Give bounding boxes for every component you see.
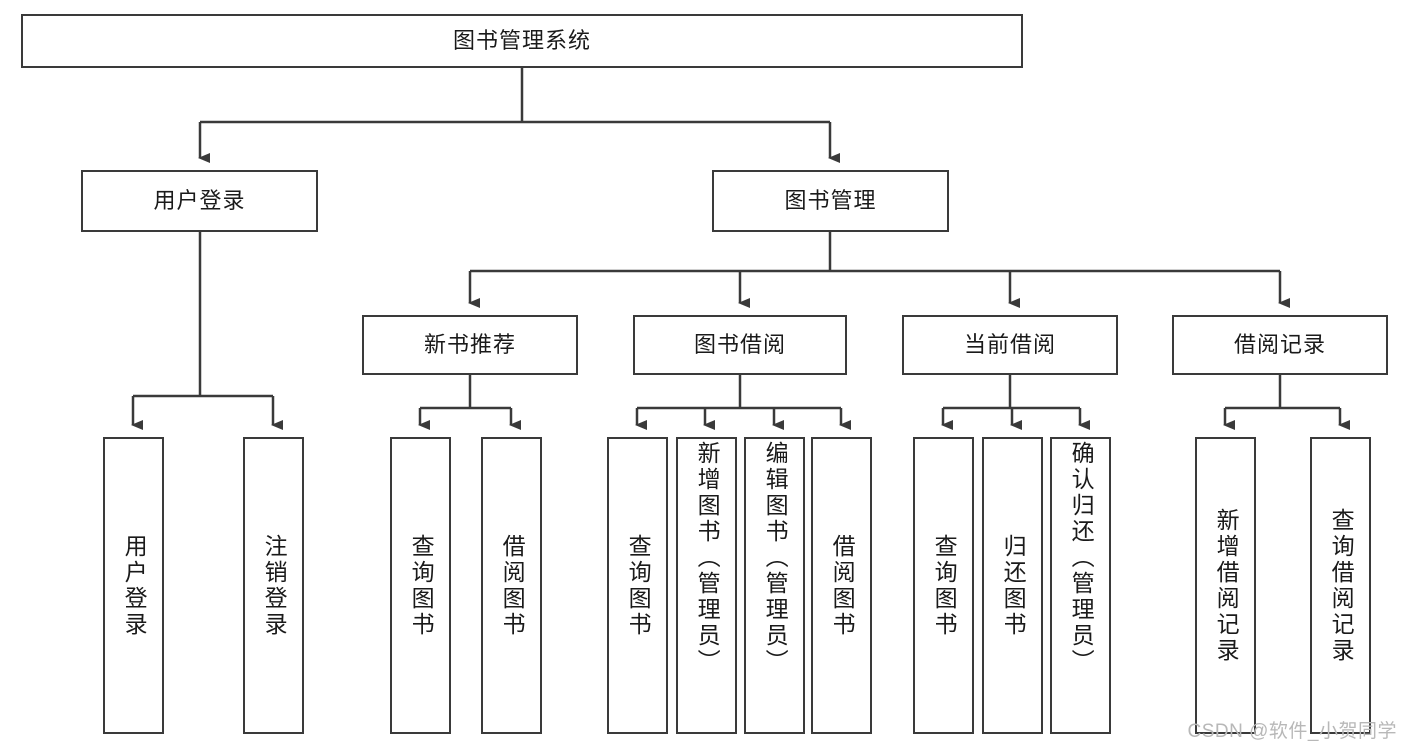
node-root-label: 图书管理系统 [452,27,591,53]
leaf-label: 注销登录 [261,533,288,638]
leaf-current-confirm-return[interactable]: 确认归还（管理员） [1050,437,1111,734]
node-borrow-record[interactable]: 借阅记录 [1172,315,1388,375]
node-current-borrow[interactable]: 当前借阅 [902,315,1118,375]
leaf-label: 归还图书 [1000,533,1027,638]
node-borrow-record-label: 借阅记录 [1233,331,1326,357]
leaf-label: 查询图书 [408,533,435,638]
node-current-borrow-label: 当前借阅 [963,331,1056,357]
node-book-management[interactable]: 图书管理 [712,170,949,232]
leaf-borrow-add-book[interactable]: 新增图书（管理员） [676,437,737,734]
leaf-current-return-book[interactable]: 归还图书 [982,437,1043,734]
leaf-user-login-logout[interactable]: 注销登录 [243,437,304,734]
node-user-login-label: 用户登录 [153,187,246,213]
leaf-label: 编辑图书（管理员） [762,441,789,675]
leaf-record-query-record[interactable]: 查询借阅记录 [1310,437,1371,734]
leaf-borrow-edit-book[interactable]: 编辑图书（管理员） [744,437,805,734]
leaf-label: 查询借阅记录 [1328,507,1355,664]
node-new-book-recommend-label: 新书推荐 [423,331,516,357]
leaf-label: 查询图书 [931,533,958,638]
leaf-borrow-query-book[interactable]: 查询图书 [607,437,668,734]
watermark: CSDN @软件_小贺同学 [1187,721,1397,742]
node-book-borrow-label: 图书借阅 [693,331,786,357]
node-book-management-label: 图书管理 [784,187,877,213]
leaf-current-query-book[interactable]: 查询图书 [913,437,974,734]
leaf-recommend-borrow-book[interactable]: 借阅图书 [481,437,542,734]
leaf-label: 新增借阅记录 [1213,507,1240,664]
leaf-label: 借阅图书 [499,533,526,638]
leaf-label: 借阅图书 [829,533,856,638]
node-book-borrow[interactable]: 图书借阅 [633,315,847,375]
leaf-label: 新增图书（管理员） [694,441,721,675]
node-root[interactable]: 图书管理系统 [21,14,1023,68]
leaf-recommend-query-book[interactable]: 查询图书 [390,437,451,734]
leaf-record-add-record[interactable]: 新增借阅记录 [1195,437,1256,734]
node-user-login[interactable]: 用户登录 [81,170,318,232]
leaf-label: 查询图书 [625,533,652,638]
leaf-label: 用户登录 [121,533,148,638]
leaf-borrow-borrow-book[interactable]: 借阅图书 [811,437,872,734]
leaf-user-login-login[interactable]: 用户登录 [103,437,164,734]
leaf-label: 确认归还（管理员） [1068,441,1095,675]
node-new-book-recommend[interactable]: 新书推荐 [362,315,578,375]
